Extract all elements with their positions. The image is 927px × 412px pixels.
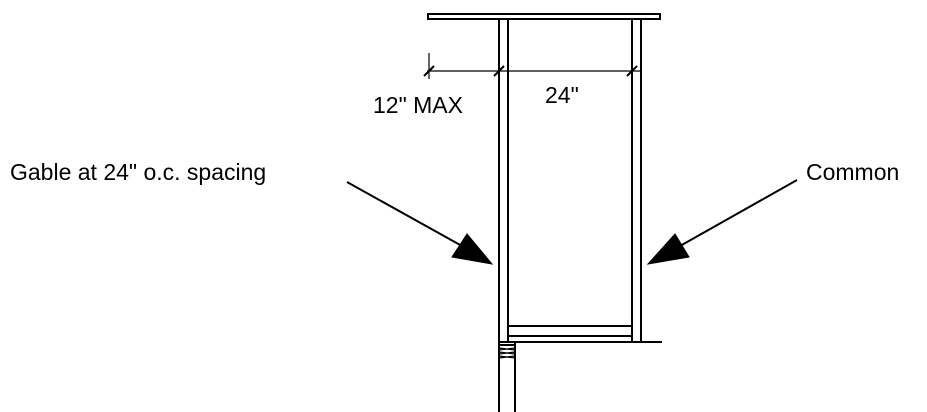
dimension-line — [424, 53, 641, 79]
gable-label: Gable at 24" o.c. spacing — [10, 159, 266, 185]
bottom-blocking — [508, 326, 632, 336]
dimension-tick-mid — [494, 66, 504, 76]
common-label: Common — [806, 159, 899, 185]
dimension-tick-right — [627, 66, 637, 76]
gable-truss — [499, 19, 508, 342]
common-truss — [632, 19, 641, 342]
stud-break-symbol — [499, 348, 515, 358]
gable-leader-line — [347, 182, 462, 246]
dimension-label-spacing: 24" — [545, 82, 579, 108]
common-leader-line — [680, 180, 797, 246]
gable-arrowhead — [451, 233, 494, 265]
gable-callout: Gable at 24" o.c. spacing — [10, 159, 494, 265]
common-arrowhead — [646, 233, 690, 265]
common-callout: Common — [646, 159, 899, 265]
dimension-tick-left — [424, 66, 434, 76]
dimension-label-max-offset: 12" MAX — [373, 92, 463, 118]
wall-stud — [499, 342, 515, 412]
top-plate — [428, 14, 660, 19]
